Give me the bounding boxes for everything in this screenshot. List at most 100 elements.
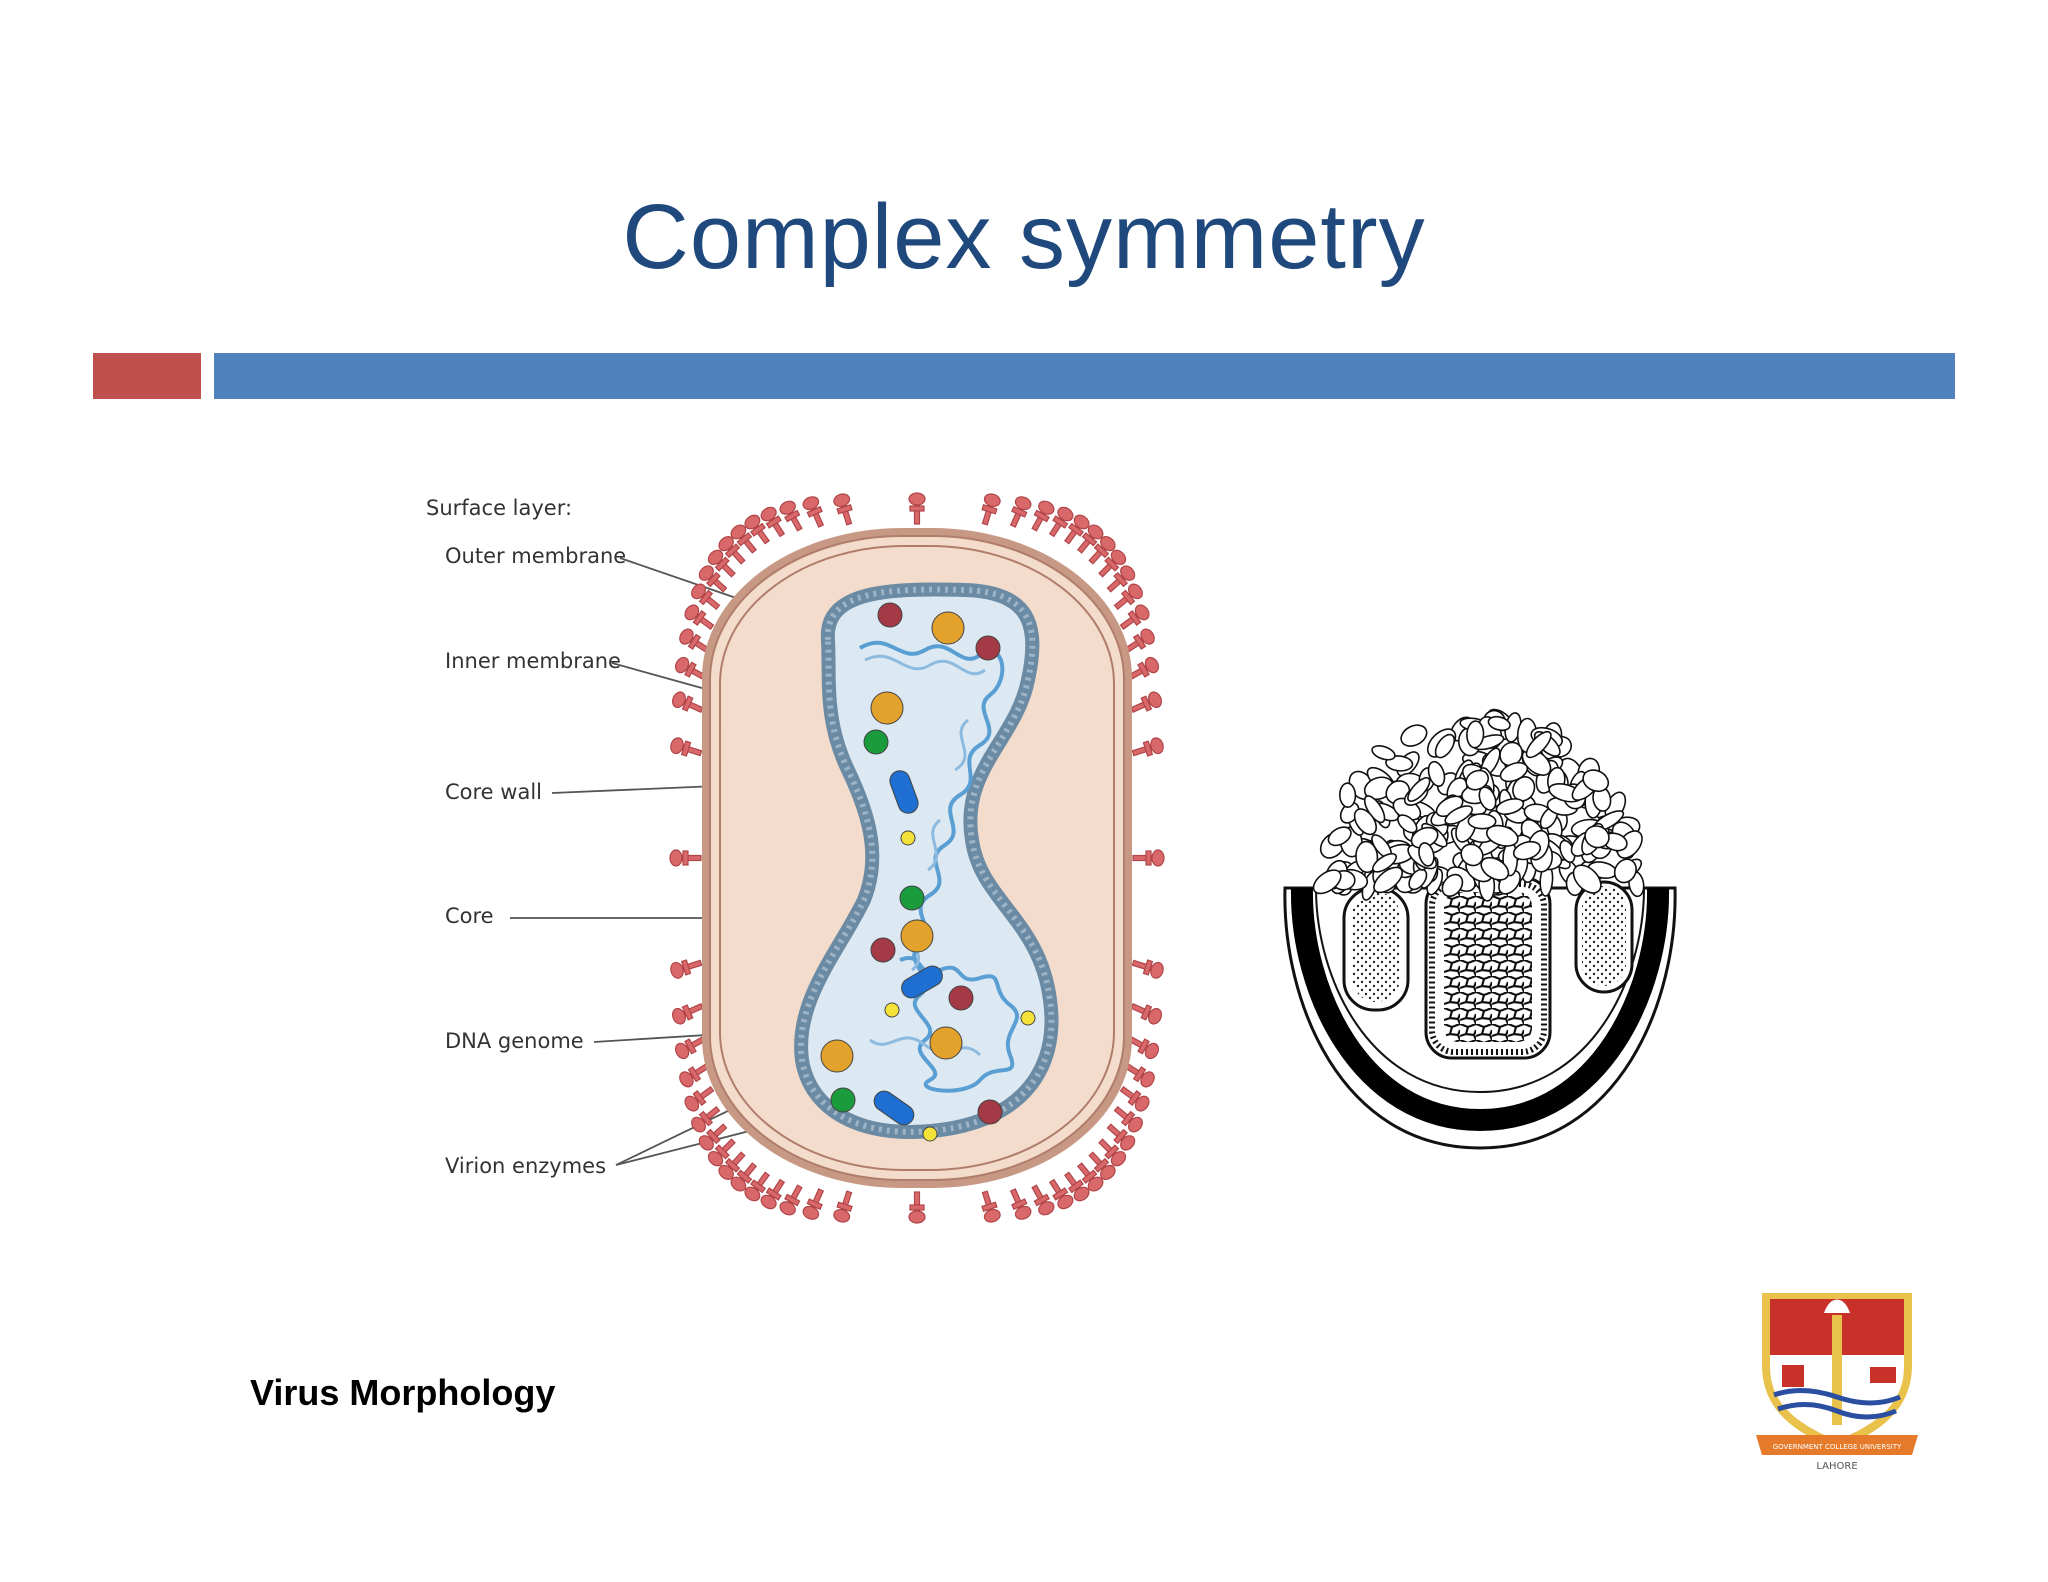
label-dna-genome: DNA genome (445, 1029, 584, 1053)
spike (684, 1085, 715, 1112)
tubule (1441, 873, 1464, 897)
tubule (1327, 826, 1352, 847)
spike (718, 536, 746, 565)
spike (1106, 1123, 1136, 1151)
spike (779, 1184, 803, 1216)
tubule (1512, 840, 1542, 861)
spike (672, 691, 704, 713)
tubule (1408, 868, 1428, 891)
tubule (1487, 715, 1511, 732)
spike (981, 1190, 1001, 1223)
spike (1132, 849, 1165, 867)
spike (1124, 628, 1155, 654)
tubule (1373, 866, 1404, 894)
spike (1119, 1085, 1150, 1112)
spike (1088, 536, 1116, 565)
spike (1113, 1105, 1143, 1133)
spike (707, 549, 736, 578)
spike (669, 849, 702, 867)
spike (718, 1151, 746, 1180)
logo-caption: LAHORE (1816, 1461, 1857, 1472)
tubule (1572, 864, 1602, 894)
tubule (1418, 842, 1435, 867)
spike (1098, 1138, 1127, 1167)
spike (1127, 656, 1160, 681)
slide-footer: Virus Morphology (250, 1372, 556, 1413)
slide-title: Complex symmetry (622, 186, 1426, 288)
accent-bar-blue (214, 353, 1955, 399)
spike (1131, 737, 1164, 757)
tubule (1371, 745, 1396, 761)
spike (1119, 604, 1150, 631)
tubule (1444, 805, 1473, 825)
tubule (1312, 869, 1342, 895)
tubule (1355, 840, 1379, 874)
university-crest-logo: GOVERNMENT COLLEGE UNIVERSITY LAHORE (1756, 1293, 1918, 1472)
spike (1131, 959, 1164, 979)
virion-section-drawing (1283, 708, 1677, 1150)
tubule (1485, 824, 1519, 847)
surface-tubules (1312, 708, 1645, 902)
spike (1106, 565, 1136, 593)
label-core-wall: Core wall (445, 780, 542, 804)
spike (802, 1188, 825, 1220)
accent-bar-red (93, 353, 201, 399)
virus-figure: Surface layer: Outer membrane Inner memb… (426, 492, 1677, 1224)
tubule (1400, 724, 1428, 747)
spike (707, 1138, 736, 1167)
spike (1130, 1003, 1162, 1025)
tubule (1584, 825, 1610, 849)
virion-enzymes (820, 602, 1036, 1142)
tubule (1407, 776, 1431, 803)
spike (1130, 691, 1162, 713)
tubule (1582, 769, 1610, 793)
spike (744, 1171, 771, 1202)
spike (908, 492, 926, 525)
tubule (1372, 852, 1397, 873)
tubule (1499, 761, 1529, 783)
spike (744, 514, 771, 545)
spike (779, 500, 803, 532)
spike (833, 1190, 853, 1223)
spike (1088, 1151, 1116, 1180)
spike (1076, 524, 1104, 554)
label-inner-membrane: Inner membrane (445, 649, 621, 673)
spike (1076, 1162, 1104, 1192)
spike (672, 1003, 704, 1025)
tubule (1478, 786, 1497, 811)
spike (802, 496, 825, 528)
tubule (1427, 760, 1446, 787)
spike (674, 656, 707, 681)
label-outer-membrane: Outer membrane (445, 544, 626, 568)
spike (1063, 514, 1090, 545)
tubule (1525, 730, 1552, 759)
spike (679, 1062, 710, 1088)
spike (908, 1191, 926, 1224)
label-surface-layer: Surface layer: (426, 496, 572, 520)
spike (691, 583, 721, 611)
tubule (1499, 741, 1523, 767)
spike (730, 1162, 758, 1192)
inner-membrane (719, 545, 1115, 1171)
dna-genome (858, 640, 1019, 1093)
spike (1048, 506, 1074, 538)
spike (691, 1105, 721, 1133)
label-virion-enzymes: Virion enzymes (445, 1154, 606, 1178)
spike (730, 524, 758, 554)
tubule (1467, 813, 1497, 830)
spike (670, 959, 703, 979)
spike (1009, 496, 1032, 528)
tubule (1495, 798, 1525, 815)
label-core: Core (445, 904, 494, 928)
spike (760, 1178, 786, 1210)
spike (670, 737, 703, 757)
spike (1113, 583, 1143, 611)
tubule (1460, 843, 1484, 867)
tubule (1613, 858, 1637, 884)
spike (1048, 1178, 1074, 1210)
spike (833, 493, 853, 526)
spike (679, 628, 710, 654)
surface-spikes (669, 492, 1165, 1224)
tubule (1434, 733, 1456, 759)
spike (1031, 1184, 1055, 1216)
